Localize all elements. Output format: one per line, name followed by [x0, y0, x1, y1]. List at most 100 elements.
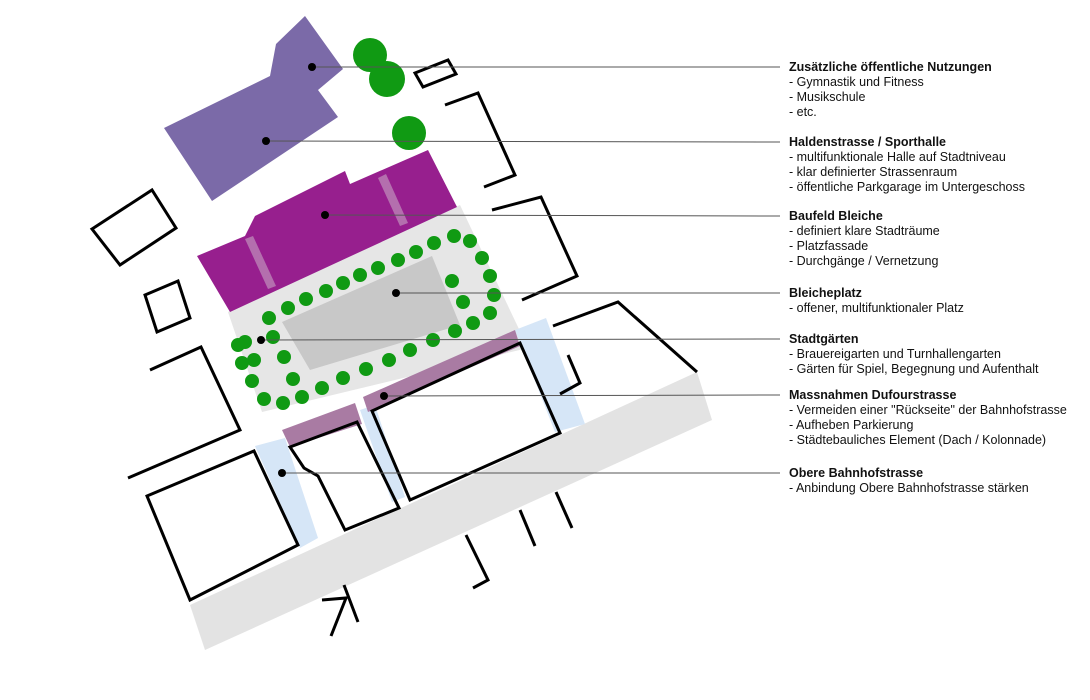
legend-entry: Zusätzliche öffentliche Nutzungen- Gymna…	[789, 60, 992, 120]
tree	[487, 288, 501, 302]
public-use-building	[164, 16, 343, 201]
tree	[391, 253, 405, 267]
building-outline-small-north	[412, 58, 459, 89]
tree	[447, 229, 461, 243]
legend-line: - Anbindung Obere Bahnhofstrasse stärken	[789, 481, 1029, 495]
building-outline-street-south-3	[464, 534, 490, 590]
legend-line: - definiert klare Stadträume	[789, 224, 940, 238]
legend-line: - Gymnastik und Fitness	[789, 75, 924, 89]
leader-line	[265, 140, 780, 143]
dufour-element-east	[363, 330, 520, 412]
tree	[315, 381, 329, 395]
legend-title: Massnahmen Dufourstrasse	[789, 388, 957, 402]
tree	[371, 261, 385, 275]
leader-marker	[308, 63, 316, 71]
legend-entry: Baufeld Bleiche- definiert klare Stadträ…	[789, 209, 940, 269]
building-outline-southeast	[552, 300, 698, 374]
legend-line: - Brauereigarten und Turnhallengarten	[789, 347, 1001, 361]
legend-line: - Musikschule	[789, 90, 866, 104]
building-outline-west	[89, 187, 179, 268]
leader-line	[383, 394, 780, 397]
tree	[262, 311, 276, 325]
tree	[466, 316, 480, 330]
building-outline-east	[491, 195, 579, 302]
leader-marker	[257, 336, 265, 344]
tree	[276, 396, 290, 410]
tree	[359, 362, 373, 376]
tree	[483, 306, 497, 320]
large-tree-group	[353, 38, 426, 150]
existing-buildings	[89, 58, 698, 637]
tree	[299, 292, 313, 306]
legend-line: - Platzfassade	[789, 239, 869, 253]
tree	[336, 276, 350, 290]
building-outline-bahnhof-east	[370, 341, 562, 502]
leader-marker	[380, 392, 388, 400]
leader-marker	[392, 289, 400, 297]
legend-title: Bleicheplatz	[789, 286, 862, 300]
legend-title: Haldenstrasse / Sporthalle	[789, 135, 947, 149]
building-outline-bahnhof-mid	[287, 420, 402, 532]
tree	[319, 284, 333, 298]
legend-line: - öffentliche Parkgarage im Untergeschos…	[789, 180, 1025, 194]
leader-marker	[321, 211, 329, 219]
tree	[231, 338, 245, 352]
legend-entry: Obere Bahnhofstrasse- Anbindung Obere Ba…	[789, 466, 1029, 496]
tree	[353, 268, 367, 282]
street-band	[190, 372, 712, 650]
tree	[257, 392, 271, 406]
tree	[448, 324, 462, 338]
tree	[235, 356, 249, 370]
dufour-element-west	[282, 403, 362, 447]
legend-line: - etc.	[789, 105, 817, 119]
building-outline-northeast	[444, 91, 518, 189]
legend-entry: Bleicheplatz- offener, multifunktionaler…	[789, 286, 964, 316]
leader-lines	[257, 63, 780, 477]
tree	[483, 269, 497, 283]
tree	[475, 251, 489, 265]
leader-marker	[262, 137, 270, 145]
tree	[409, 245, 423, 259]
legend-entry: Massnahmen Dufourstrasse- Vermeiden eine…	[789, 388, 1067, 448]
legend-line: - Städtebauliches Element (Dach / Kolonn…	[789, 433, 1047, 447]
legend-title: Zusätzliche öffentliche Nutzungen	[789, 60, 992, 74]
leader-line	[260, 338, 780, 341]
bleicheplatz	[282, 256, 460, 370]
tree	[245, 374, 259, 388]
tree	[277, 350, 291, 364]
building-outline-south-mid	[559, 354, 582, 396]
large-tree	[369, 61, 405, 97]
building-outline-street-south-2	[342, 584, 360, 623]
bahnhof-east-zone	[515, 318, 585, 432]
passage-east	[378, 174, 408, 226]
building-outline-small-west	[143, 278, 192, 335]
tree	[295, 390, 309, 404]
building-outline-street-south-5	[554, 491, 574, 529]
leader-line	[324, 214, 780, 217]
legend-entry: Haldenstrasse / Sporthalle- multifunktio…	[789, 135, 1025, 195]
tree-group	[231, 229, 501, 410]
building-outline-southwest	[127, 345, 243, 480]
passage-west	[245, 236, 276, 289]
tree	[336, 371, 350, 385]
legend-line: - Gärten für Spiel, Begegnung und Aufent…	[789, 362, 1039, 376]
legend-line: - offener, multifunktionaler Platz	[789, 301, 964, 315]
legend-title: Stadtgärten	[789, 332, 859, 346]
tree	[286, 372, 300, 386]
legend-line: - Vermeiden einer "Rückseite" der Bahnho…	[789, 403, 1067, 417]
tree	[281, 301, 295, 315]
tree	[247, 353, 261, 367]
tree	[382, 353, 396, 367]
legend-line: - multifunktionale Halle auf Stadtniveau	[789, 150, 1006, 164]
bahnhof-connector	[360, 405, 405, 502]
legend-title: Baufeld Bleiche	[789, 209, 883, 223]
large-tree	[392, 116, 426, 150]
legend-title: Obere Bahnhofstrasse	[789, 466, 924, 480]
tree	[445, 274, 459, 288]
legend-line: - Aufheben Parkierung	[789, 418, 914, 432]
site-plan	[89, 16, 780, 650]
building-outline-bahnhof-west	[145, 449, 300, 603]
obere-bahnhofstrasse-zone	[255, 438, 318, 548]
legend-line: - klar definierter Strassenraum	[789, 165, 958, 179]
legend-entry: Stadtgärten- Brauereigarten und Turnhall…	[789, 332, 1038, 377]
